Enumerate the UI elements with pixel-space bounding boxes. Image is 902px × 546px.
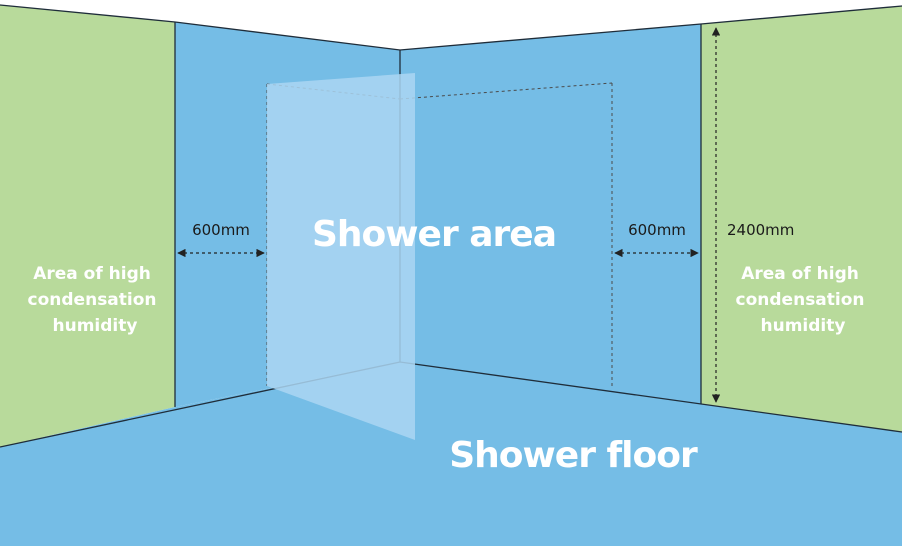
height-dimension-label: 2400mm bbox=[727, 221, 794, 239]
right-dimension-label: 600mm bbox=[628, 221, 686, 239]
shower-floor-title: Shower floor bbox=[449, 435, 698, 476]
left-zone-label: Area of high condensation humidity bbox=[28, 264, 163, 336]
right-shower-wall bbox=[400, 24, 701, 404]
right-zone-label: Area of high condensation humidity bbox=[736, 264, 871, 336]
shower-floor-area bbox=[0, 362, 902, 546]
left-humidity-zone bbox=[0, 5, 175, 447]
left-dimension-label: 600mm bbox=[192, 221, 250, 239]
shower-area-title: Shower area bbox=[312, 214, 556, 255]
glass-shower-screen bbox=[267, 73, 415, 440]
right-humidity-zone bbox=[701, 6, 902, 432]
